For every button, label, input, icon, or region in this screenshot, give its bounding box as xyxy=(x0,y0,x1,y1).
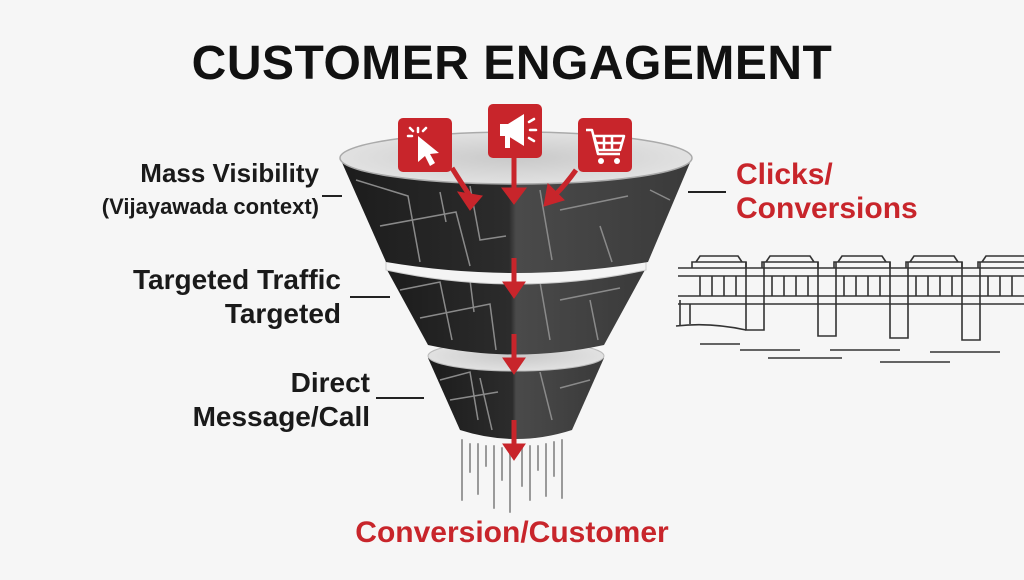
label-conversion-customer: Conversion/Customer xyxy=(355,516,669,549)
label-mass-visibility: Mass Visibility xyxy=(140,158,319,188)
cursor-click-icon xyxy=(398,118,452,172)
label-targeted-traffic-sub: Targeted xyxy=(224,298,341,329)
page-title: CUSTOMER ENGAGEMENT xyxy=(191,37,833,90)
label-conversions: Conversions xyxy=(736,192,918,225)
megaphone-icon xyxy=(488,104,542,158)
label-targeted-traffic: Targeted Traffic xyxy=(133,264,341,295)
label-direct: Direct xyxy=(290,367,370,398)
flow-arrows xyxy=(449,158,579,461)
bridge-illustration xyxy=(675,255,1024,363)
shopping-cart-icon xyxy=(578,118,632,172)
funnel-drips xyxy=(461,439,563,513)
funnel-tier-2 xyxy=(385,257,647,355)
label-direct-sub: Message/Call xyxy=(192,401,370,432)
label-mass-visibility-sub: (Vijayawada context) xyxy=(101,194,319,219)
label-clicks: Clicks/ xyxy=(736,158,833,191)
connector-lines xyxy=(322,191,726,399)
label-clicks-conversions: Clicks/ Conversions xyxy=(736,158,918,226)
